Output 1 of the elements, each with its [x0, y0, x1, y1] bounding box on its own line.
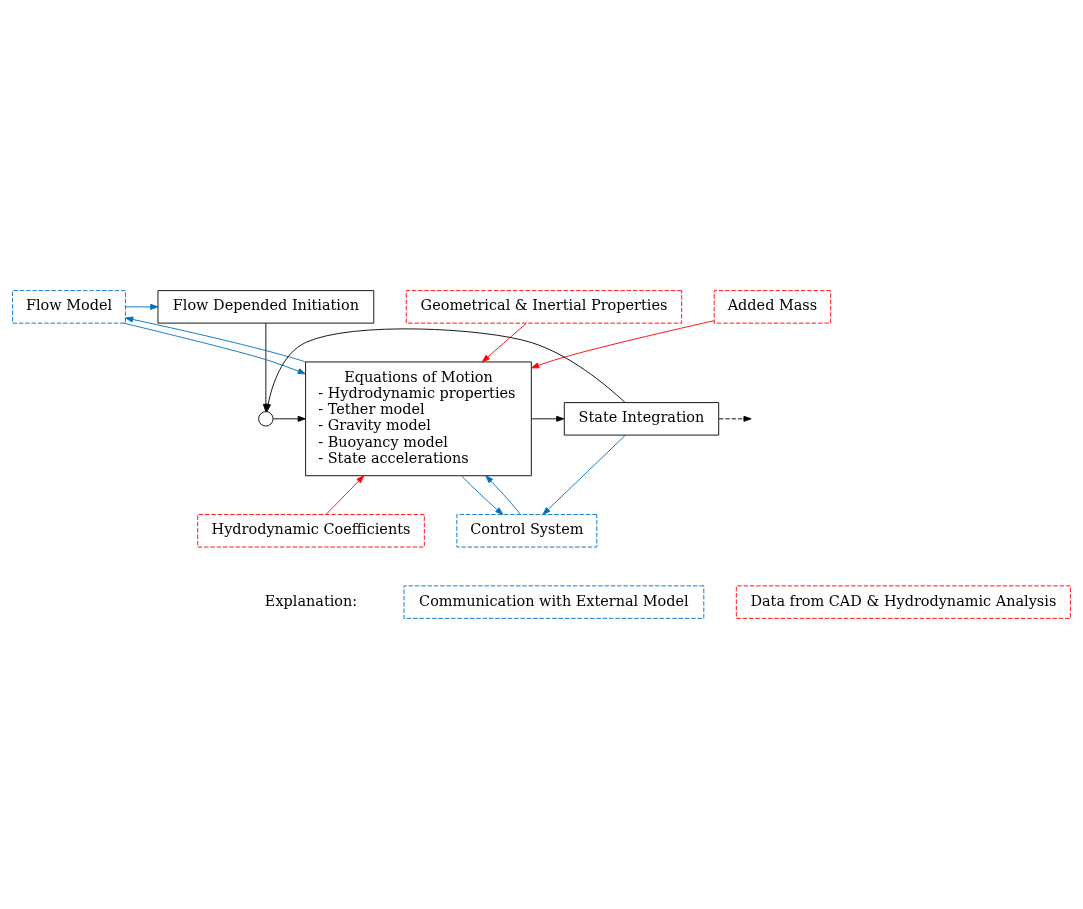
label: Explanation:	[264, 592, 358, 609]
